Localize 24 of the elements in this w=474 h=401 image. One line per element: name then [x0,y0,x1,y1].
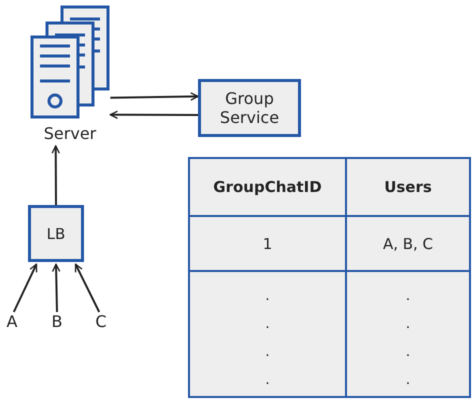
node-label: B [48,312,66,332]
arrow [51,145,60,205]
ellipsis-dot: . [265,373,270,387]
arrow [52,264,60,312]
table-cell: A, B, C [346,216,470,271]
node-label: C [92,312,110,332]
arrow [74,264,100,312]
node-label: Server [44,124,96,143]
ellipsis-dot: . [265,345,270,359]
ellipsis-dot: . [265,289,270,303]
arrow [12,264,38,312]
ellipsis-dot: . [406,373,410,387]
header-cell: Users [346,158,470,216]
ellipsis-dot: . [265,317,270,331]
ellipsis-dot: . [406,317,410,331]
table-cell: 1 [189,216,346,271]
arrow [110,92,199,101]
node-label: A [3,312,21,332]
arrow [110,110,198,120]
process-box: LB [28,205,84,262]
header-cell: GroupChatID [189,158,346,216]
ellipsis-dot: . [406,345,410,359]
process-box: Group Service [198,79,301,137]
ellipsis-dot: . [406,289,410,303]
